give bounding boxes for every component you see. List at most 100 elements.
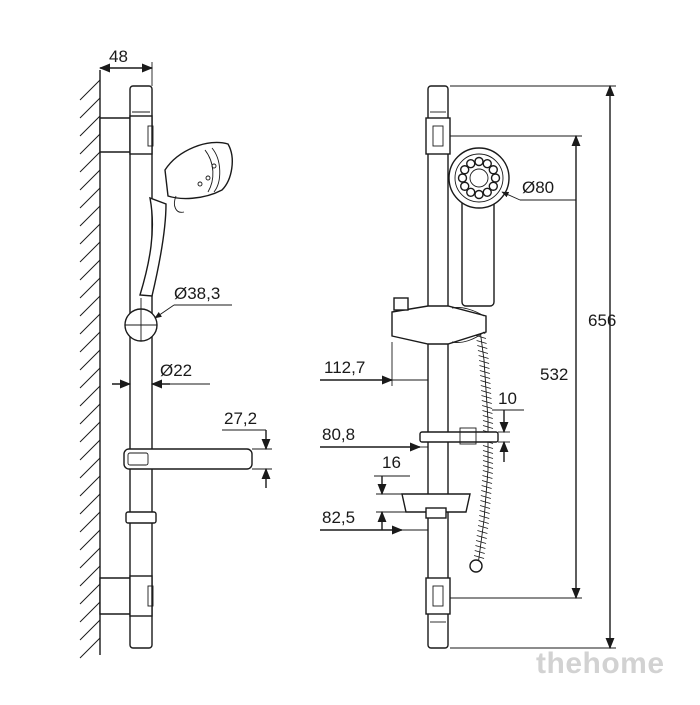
nozzle bbox=[488, 165, 498, 175]
hatch-line bbox=[79, 349, 101, 371]
hatch-line bbox=[79, 169, 101, 191]
hose-coil bbox=[482, 465, 494, 469]
hose-coil bbox=[479, 510, 490, 514]
hatch-line bbox=[79, 565, 101, 587]
hatch-line bbox=[79, 187, 101, 209]
hatch-line bbox=[79, 367, 101, 389]
hatch-line bbox=[79, 529, 101, 551]
hatch-line bbox=[79, 475, 101, 497]
nozzle bbox=[474, 156, 484, 167]
side-rail-bar bbox=[129, 85, 153, 649]
hose-coil bbox=[482, 450, 494, 454]
hatch-line bbox=[79, 439, 101, 461]
hatch-line bbox=[79, 619, 101, 641]
dim-soap-label: 27,2 bbox=[224, 409, 257, 428]
front-bottom-bracket bbox=[425, 577, 451, 615]
hose-coil bbox=[482, 445, 494, 449]
hatch-line bbox=[79, 205, 101, 227]
hatch-line bbox=[79, 259, 101, 281]
dim-bar-label: Ø22 bbox=[160, 361, 192, 380]
dim-large-dish-offset-label: 82,5 bbox=[322, 508, 355, 527]
dim-small-dish-10: 10 bbox=[492, 389, 524, 462]
side-soap-dish bbox=[123, 448, 253, 470]
hose-coil bbox=[477, 525, 489, 529]
hatch-line bbox=[79, 493, 101, 515]
nozzle bbox=[482, 159, 492, 169]
hose-coil bbox=[478, 355, 489, 359]
side-clamp-ring bbox=[125, 511, 157, 524]
hose-coil bbox=[474, 550, 485, 554]
dim-small-dish-label: 10 bbox=[498, 389, 517, 408]
hose-coil bbox=[480, 385, 491, 389]
dim-width-label: 48 bbox=[109, 47, 128, 66]
dim-total-656: 656 bbox=[450, 84, 616, 650]
dim-head-80: Ø80 bbox=[501, 178, 576, 201]
hatch-line bbox=[79, 601, 101, 623]
hatch-line bbox=[79, 115, 101, 137]
hose-coil bbox=[481, 480, 493, 484]
hatch-line bbox=[79, 457, 101, 479]
nozzle bbox=[466, 187, 476, 197]
hatch-line bbox=[79, 583, 101, 605]
hose-coil bbox=[481, 395, 492, 399]
hatch-line bbox=[79, 331, 101, 353]
front-slider bbox=[391, 297, 487, 345]
front-small-dish bbox=[419, 427, 499, 445]
nozzle bbox=[474, 189, 484, 200]
dim-soap-27: 27,2 bbox=[222, 409, 272, 488]
front-rail-bar bbox=[427, 85, 449, 649]
side-view: 48 Ø38,3 Ø22 27,2 bbox=[79, 47, 272, 659]
nozzle bbox=[488, 181, 498, 191]
hose-coil bbox=[475, 540, 487, 544]
wall-hatching bbox=[79, 70, 101, 659]
dim-head-label: Ø80 bbox=[522, 178, 554, 197]
front-view: Ø80 112,7 10 80,8 bbox=[320, 84, 616, 650]
dim-slider-112: 112,7 bbox=[320, 342, 428, 386]
hose-coil bbox=[482, 470, 493, 474]
hose-coil bbox=[482, 420, 494, 424]
dim-total-label: 656 bbox=[588, 311, 616, 330]
dim-bracket-532: 532 bbox=[450, 134, 582, 600]
hose-coil bbox=[482, 415, 493, 419]
dim-bracket-label: 532 bbox=[540, 365, 568, 384]
hose-coil bbox=[479, 370, 490, 374]
hatch-line bbox=[79, 385, 101, 407]
hatch-line bbox=[79, 637, 101, 659]
hatch-line bbox=[79, 79, 101, 101]
side-hand-shower bbox=[139, 141, 233, 297]
hatch-line bbox=[79, 421, 101, 443]
dim-slider-label: 112,7 bbox=[324, 358, 365, 377]
dim-bar-22: Ø22 bbox=[112, 361, 210, 389]
hose-coil bbox=[482, 410, 493, 414]
front-hand-shower bbox=[448, 147, 510, 307]
hose-coil bbox=[481, 390, 492, 394]
hose-coil bbox=[480, 380, 491, 384]
hose-coil bbox=[482, 460, 494, 464]
dim-small-dish-offset-label: 80,8 bbox=[322, 425, 355, 444]
hose-coil bbox=[476, 535, 487, 539]
hatch-line bbox=[79, 511, 101, 533]
hose-coil bbox=[482, 455, 494, 459]
hose-coil bbox=[479, 515, 490, 519]
hose-coil bbox=[482, 425, 494, 429]
hose-coil bbox=[482, 405, 493, 409]
hatch-line bbox=[79, 151, 101, 173]
hatch-line bbox=[79, 547, 101, 569]
side-top-bracket bbox=[99, 117, 131, 153]
hose-coil bbox=[478, 520, 489, 524]
hose-coil bbox=[476, 340, 487, 344]
watermark-logo: thehome bbox=[536, 647, 665, 680]
hose-coil bbox=[473, 555, 485, 559]
hatch-line bbox=[79, 295, 101, 317]
hose-coil bbox=[481, 400, 492, 404]
hose-coil bbox=[480, 495, 491, 499]
dim-holder-label: Ø38,3 bbox=[174, 284, 220, 303]
hose-coil bbox=[475, 545, 486, 549]
hose-coil bbox=[479, 365, 490, 369]
hose-coil bbox=[482, 475, 493, 479]
dim-large-dish-16: 16 bbox=[374, 453, 410, 530]
hose-coil bbox=[481, 485, 492, 489]
hose-coil bbox=[480, 375, 491, 379]
hatch-line bbox=[79, 313, 101, 335]
